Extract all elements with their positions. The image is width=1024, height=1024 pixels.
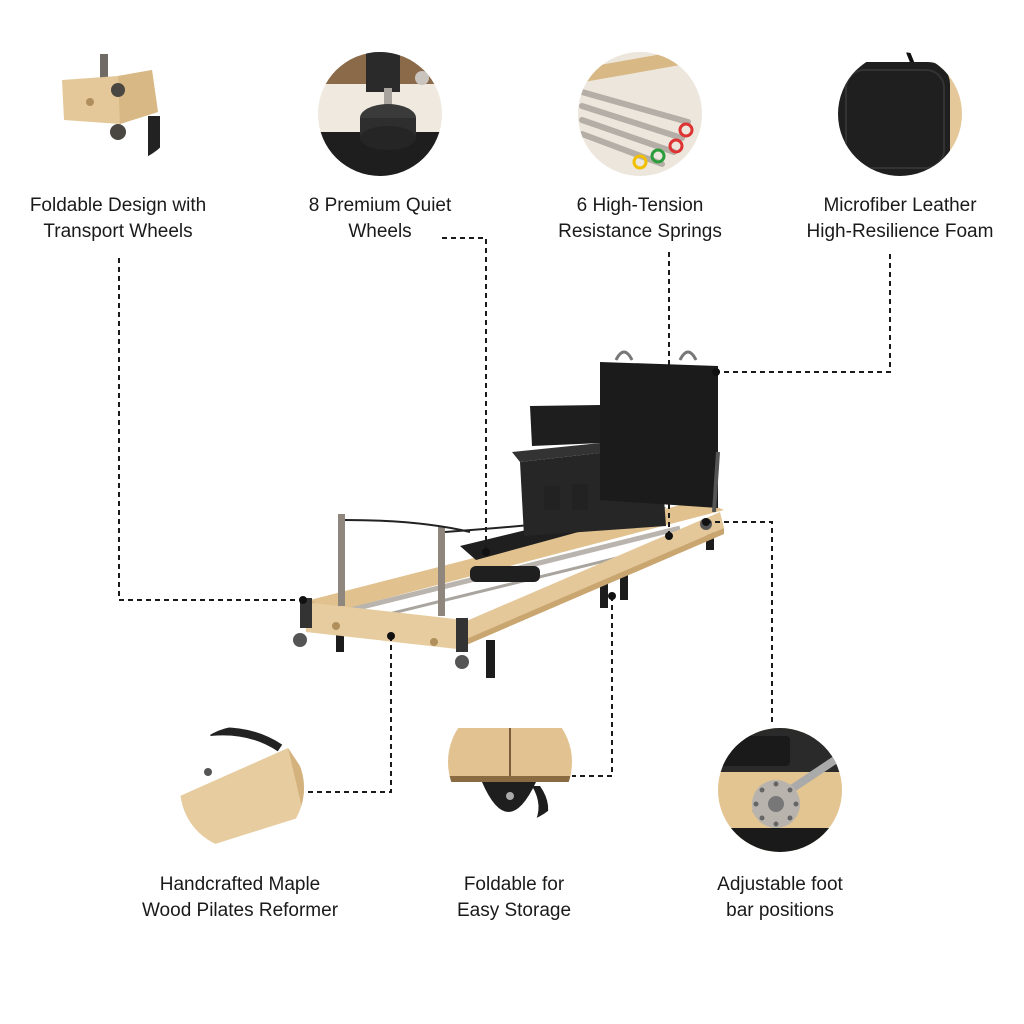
label-line: Foldable for — [463, 874, 565, 895]
label-line: 6 High-Tension — [576, 195, 704, 216]
label-line: Microfiber Leather — [823, 195, 977, 216]
label-maple-wood: Handcrafted Maple Wood Pilates Reformer — [120, 872, 360, 924]
springs-icon — [578, 52, 702, 176]
wood-corner-wheels-icon — [56, 40, 180, 164]
label-leather: Microfiber Leather High-Resilience Foam — [782, 193, 1018, 245]
label-line: Wheels — [348, 221, 412, 242]
label-line: Adjustable foot — [717, 874, 843, 895]
label-line: Easy Storage — [456, 900, 572, 921]
label-line: Handcrafted Maple — [159, 874, 321, 895]
label-line: bar positions — [726, 900, 834, 921]
label-line: Resistance Springs — [558, 221, 722, 242]
label-foot-bar: Adjustable foot bar positions — [660, 872, 900, 924]
label-springs: 6 High-Tension Resistance Springs — [522, 193, 758, 245]
foot-bar-adjuster-icon — [718, 728, 842, 852]
label-line: Wood Pilates Reformer — [141, 900, 339, 921]
label-foldable-storage: Foldable for Easy Storage — [394, 872, 634, 924]
label-quiet-wheels: 8 Premium Quiet Wheels — [262, 193, 498, 245]
maple-wood-icon — [180, 726, 304, 850]
label-line: Foldable Design with — [29, 195, 207, 216]
fold-hinge-icon — [448, 700, 572, 824]
leather-pad-icon — [838, 52, 962, 176]
label-line: 8 Premium Quiet — [308, 195, 452, 216]
label-line: High-Resilience Foam — [806, 221, 994, 242]
label-line: Transport Wheels — [43, 221, 193, 242]
label-foldable-design: Foldable Design with Transport Wheels — [0, 193, 236, 245]
